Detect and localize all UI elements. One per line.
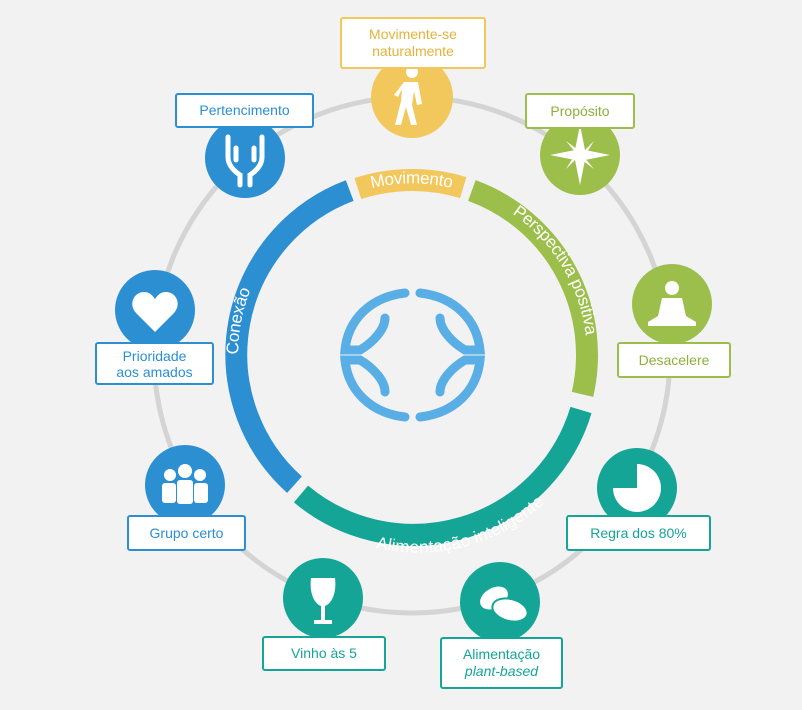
label-line: aos amados	[116, 363, 193, 380]
label-proposito: Propósito	[525, 93, 635, 129]
group-icon	[162, 464, 208, 504]
item-circle-proposito	[540, 115, 620, 195]
item-circle-prioridade	[115, 270, 195, 350]
arc-conexao	[225, 180, 354, 493]
arc-perspectiva	[468, 180, 598, 397]
label-desacelere: Desacelere	[617, 342, 731, 378]
label-text: Regra dos 80%	[590, 524, 687, 541]
meditation-icon	[648, 281, 696, 326]
label-text: Pertencimento	[199, 102, 290, 118]
item-circle-movimente	[371, 56, 453, 138]
walking-person-icon	[394, 66, 422, 125]
item-circle-vinho	[283, 558, 363, 638]
label-regra-dos-80: Regra dos 80%	[566, 515, 711, 551]
item-circle-desacelere	[632, 264, 712, 344]
label-text: Propósito	[550, 102, 610, 119]
label-line: naturalmente	[372, 43, 454, 59]
item-circle-pertencimento	[205, 118, 285, 198]
label-line: Prioridade	[122, 347, 187, 364]
label-line: Movimente-se	[369, 26, 457, 42]
item-circle-grupo	[145, 445, 225, 525]
compass-star-icon	[550, 125, 610, 185]
label-text: Desacelere	[638, 351, 710, 368]
label-vinho-as-5: Vinho às 5	[262, 636, 386, 671]
label-text: Grupo certo	[149, 524, 224, 541]
item-circle-regra	[597, 448, 677, 528]
label-grupo-certo: Grupo certo	[127, 515, 246, 551]
label-line: Alimentação	[462, 646, 541, 662]
pie-80-icon	[613, 464, 661, 512]
blue-zones-logo-icon	[340, 288, 485, 422]
category-movimento: Movimento	[369, 168, 455, 192]
label-text: Vinho às 5	[291, 645, 357, 661]
label-pertencimento: Pertencimento	[175, 93, 314, 128]
hands-icon	[225, 134, 265, 188]
heart-icon	[132, 292, 178, 332]
item-circle-plant-based	[460, 562, 540, 642]
arc-alimentacao	[293, 406, 592, 546]
label-line: plant-based	[464, 663, 539, 679]
beans-icon	[480, 586, 529, 623]
arc-movimento	[354, 168, 467, 200]
wine-glass-icon	[310, 578, 336, 624]
